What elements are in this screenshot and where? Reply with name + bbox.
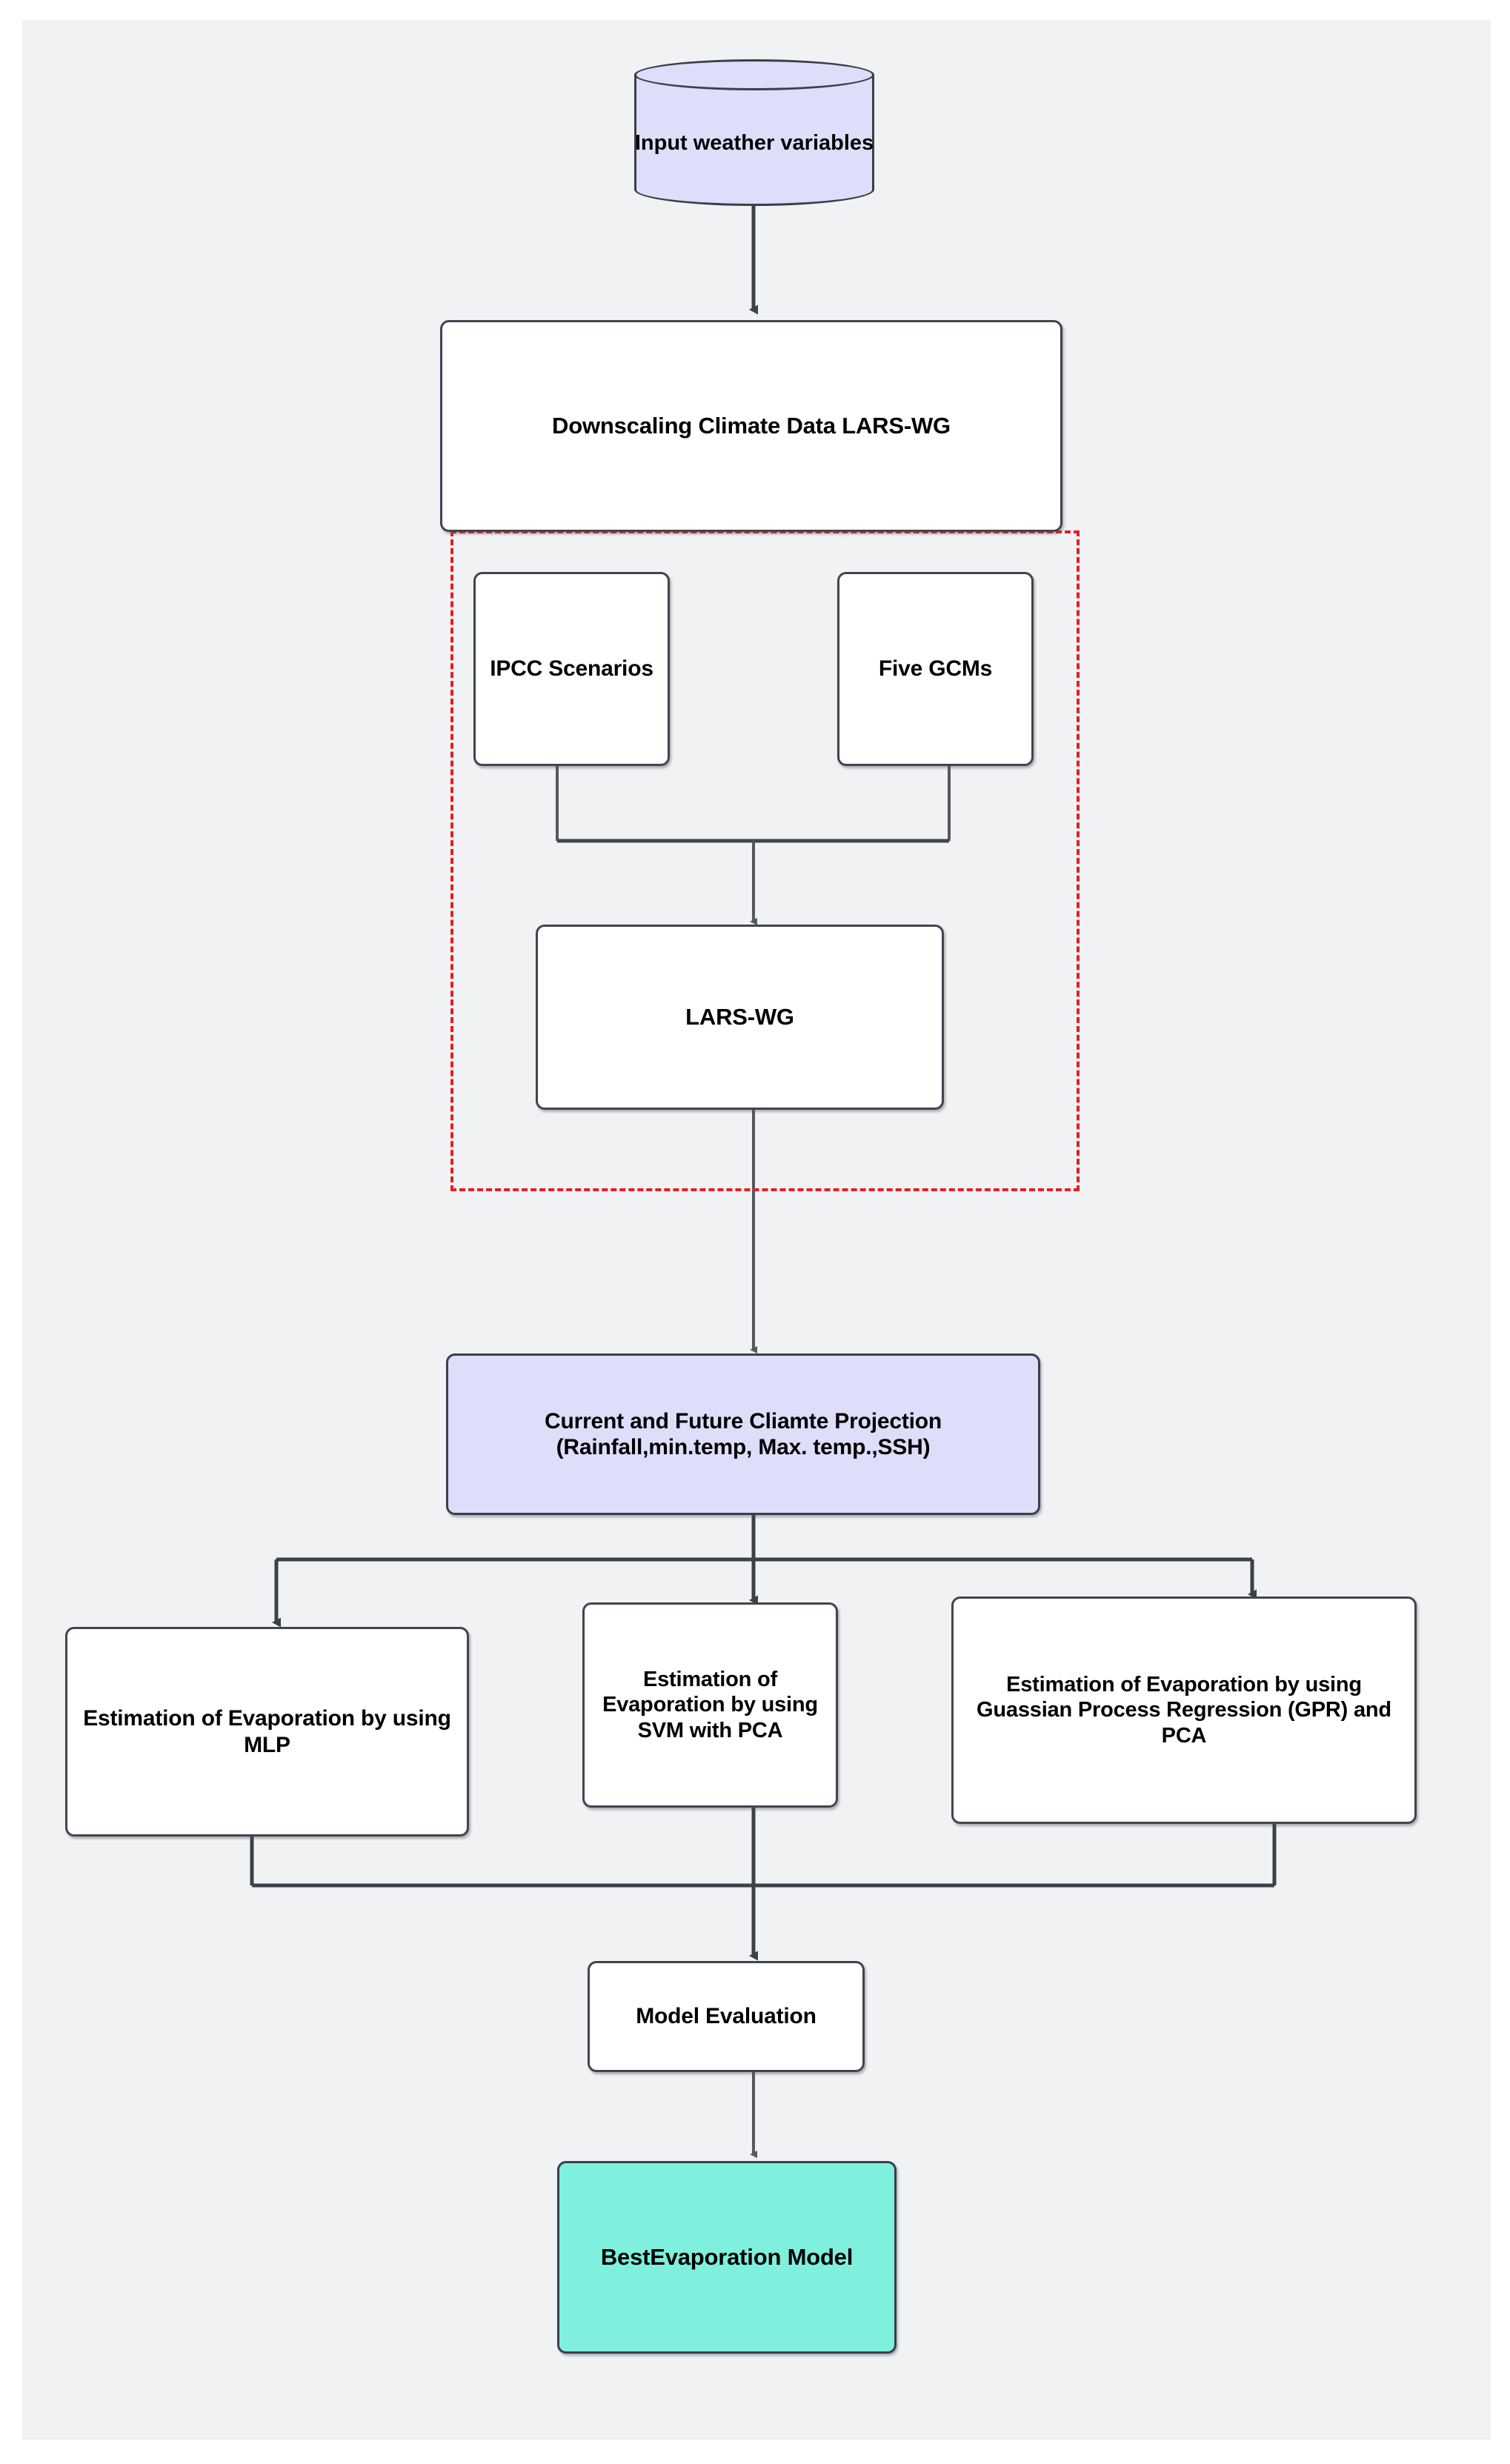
node-label-downscaling-climate-data: Downscaling Climate Data LARS-WG: [552, 412, 951, 439]
node-label-best-evaporation-model: BestEvaporation Model: [600, 2243, 854, 2270]
node-best-evaporation-model[interactable]: BestEvaporation Model: [557, 2161, 897, 2354]
node-five-gcms[interactable]: Five GCMs: [837, 572, 1034, 766]
node-label-five-gcms: Five GCMs: [878, 656, 993, 682]
node-climate-projection[interactable]: Current and Future Cliamte Projection (R…: [446, 1353, 1040, 1515]
node-label-estimation-svm: Estimation of Evaporation by using SVM w…: [602, 1668, 818, 1742]
node-input-weather-variables[interactable]: Input weather variables: [634, 59, 874, 206]
node-label-estimation-mlp: Estimation of Evaporation by using MLP: [83, 1706, 451, 1757]
node-lars-wg[interactable]: LARS-WG: [536, 925, 944, 1110]
node-downscaling-climate-data[interactable]: Downscaling Climate Data LARS-WG: [440, 320, 1062, 532]
downscaling-group-boundary: [450, 530, 1080, 1191]
node-estimation-gpr[interactable]: Estimation of Evaporation by using Guass…: [951, 1596, 1417, 1824]
node-estimation-mlp[interactable]: Estimation of Evaporation by using MLP: [65, 1627, 469, 1837]
node-label-model-evaluation: Model Evaluation: [636, 2004, 816, 2029]
node-label-input-weather-variables: Input weather variables: [634, 130, 874, 155]
node-estimation-svm[interactable]: Estimation of Evaporation by using SVM w…: [582, 1602, 838, 1808]
cylinder-top-ellipse: [634, 59, 874, 90]
node-label-climate-projection: Current and Future Cliamte Projection (R…: [545, 1408, 942, 1459]
node-ipcc-scenarios[interactable]: IPCC Scenarios: [473, 572, 670, 766]
node-label-estimation-gpr: Estimation of Evaporation by using Guass…: [977, 1673, 1391, 1748]
node-label-ipcc-scenarios: IPCC Scenarios: [490, 656, 653, 682]
cylinder-body: [634, 74, 874, 206]
node-label-lars-wg: LARS-WG: [685, 1003, 794, 1030]
node-model-evaluation[interactable]: Model Evaluation: [588, 1961, 865, 2072]
